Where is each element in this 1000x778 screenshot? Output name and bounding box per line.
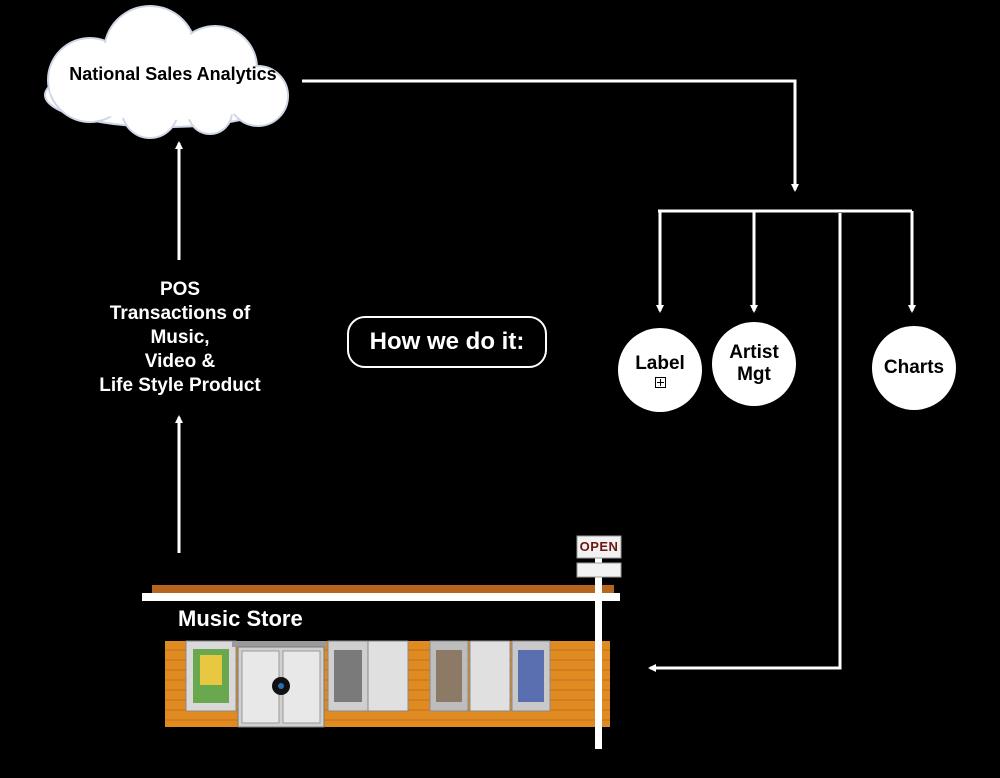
store-sign: Music Store: [178, 606, 303, 631]
arrow-cloud-to-outputs: [302, 79, 799, 192]
pos-line: POS: [159, 279, 201, 300]
artist-mgt-line: Artist: [729, 342, 779, 363]
cloud-shape: [44, 5, 289, 139]
cloud-title: National Sales Analytics: [69, 64, 277, 84]
arrow-feedback-to-store: [648, 213, 842, 672]
store-door: [232, 641, 326, 728]
expand-icon[interactable]: [654, 376, 666, 388]
artist-mgt-line: Mgt: [737, 364, 771, 385]
store-windows: [185, 640, 551, 712]
music-store-building: [142, 535, 622, 749]
charts-node-text: Charts: [883, 357, 945, 378]
how-we-do-it-label: How we do it:: [347, 316, 547, 368]
pos-description: POS Transactions of Music, Video & Life …: [60, 278, 300, 398]
pos-line: Transactions of: [109, 303, 251, 324]
pos-line: Video &: [144, 351, 216, 372]
charts-node: Charts: [872, 326, 956, 410]
label-node: Label: [618, 328, 702, 412]
pos-line: Life Style Product: [99, 375, 261, 396]
label-node-text: Label: [635, 352, 685, 374]
artist-mgt-node: Artist Mgt: [712, 322, 796, 406]
open-sign: OPEN: [579, 539, 619, 554]
pos-line: Music,: [150, 327, 210, 348]
